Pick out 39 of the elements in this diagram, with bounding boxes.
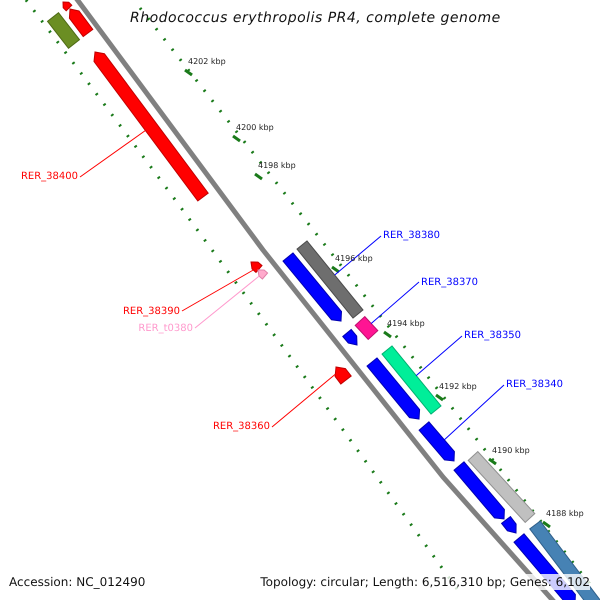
gene-bar	[46, 12, 80, 49]
leader-line	[334, 236, 382, 276]
leader-line	[80, 130, 146, 178]
gene-label: RER_38370	[421, 276, 478, 289]
scale-tick-label: 4200 kbp	[236, 123, 274, 133]
gene-label: RER_38350	[464, 329, 522, 342]
gene-bar	[418, 421, 455, 462]
leader-line	[370, 282, 420, 324]
footer-text: Topology: circular; Length: 6,516,310 bp; Genes: 6,102	[260, 574, 590, 590]
scale-tick-label: 4188 kbp	[546, 509, 584, 519]
gene-label: RER_38360	[212, 420, 270, 433]
leader-line	[416, 336, 462, 376]
gene-label: RER_38340	[506, 378, 564, 391]
gene-bar	[366, 357, 420, 420]
scale-tick-label: 4202 kbp	[188, 57, 226, 67]
scale-tick-label: 4190 kbp	[492, 446, 530, 456]
title: Rhodococcus erythropolis PR4, complete genome	[130, 9, 501, 28]
scale-tick-label: 4196 kbp	[335, 254, 373, 264]
scale-tick-label: 4194 kbp	[387, 319, 425, 329]
scale-tick-label: 4198 kbp	[258, 161, 296, 171]
footer-text: Accession: NC_012490	[9, 574, 146, 590]
leader-line	[194, 276, 260, 328]
gene-bar	[342, 328, 358, 346]
leader-line	[444, 384, 504, 440]
leader-line	[272, 374, 336, 428]
leader-line	[182, 270, 254, 312]
gene-label: RER_t0380	[138, 322, 193, 335]
gene-label: RER_38390	[122, 305, 180, 318]
gene-bar	[250, 262, 263, 274]
gene-bar	[453, 461, 505, 520]
gene-bar	[93, 51, 209, 202]
gene-bar	[257, 270, 268, 280]
gene-bar	[334, 366, 352, 385]
scale-tick-label: 4192 kbp	[439, 382, 477, 392]
gene-bar	[354, 316, 378, 340]
gene-bar	[500, 516, 517, 534]
gene-label: RER_38400	[20, 170, 78, 183]
gene-bar	[68, 8, 94, 38]
gene-label: RER_38380	[383, 229, 440, 242]
